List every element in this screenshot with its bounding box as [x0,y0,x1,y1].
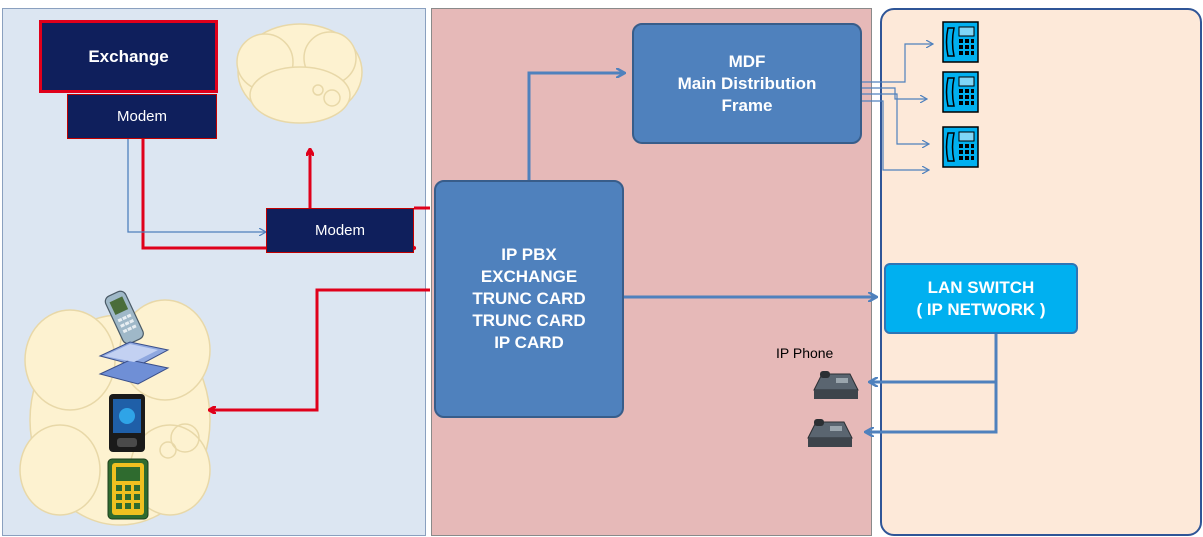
ip-pbx-box: IP PBX EXCHANGE TRUNC CARD TRUNC CARD IP… [434,180,624,418]
desk-phone-icon [942,126,979,168]
ip-phone-icon [807,419,853,447]
modem-middle-box: Modem [266,208,414,253]
ip-phone-icon [813,371,859,399]
cell-phone-icon [104,290,144,345]
blue-link-lines [527,73,998,432]
ip-phone-label: IP Phone [776,345,834,361]
mdf-phone-lines [862,44,933,170]
mdf-box: MDF Main Distribution Frame [632,23,862,144]
cell-phone-icon [98,341,170,385]
desk-phone-icon [942,71,979,113]
cloud-icon [236,23,363,124]
cell-phone-icon [109,394,145,452]
lan-switch-box: LAN SWITCH ( IP NETWORK ) [884,263,1078,334]
modem-top-box: Modem [67,94,217,139]
modem-link-line [127,139,266,232]
desk-phone-icon [942,21,979,63]
cell-phone-icon [107,458,149,520]
exchange-box: Exchange [39,20,218,93]
